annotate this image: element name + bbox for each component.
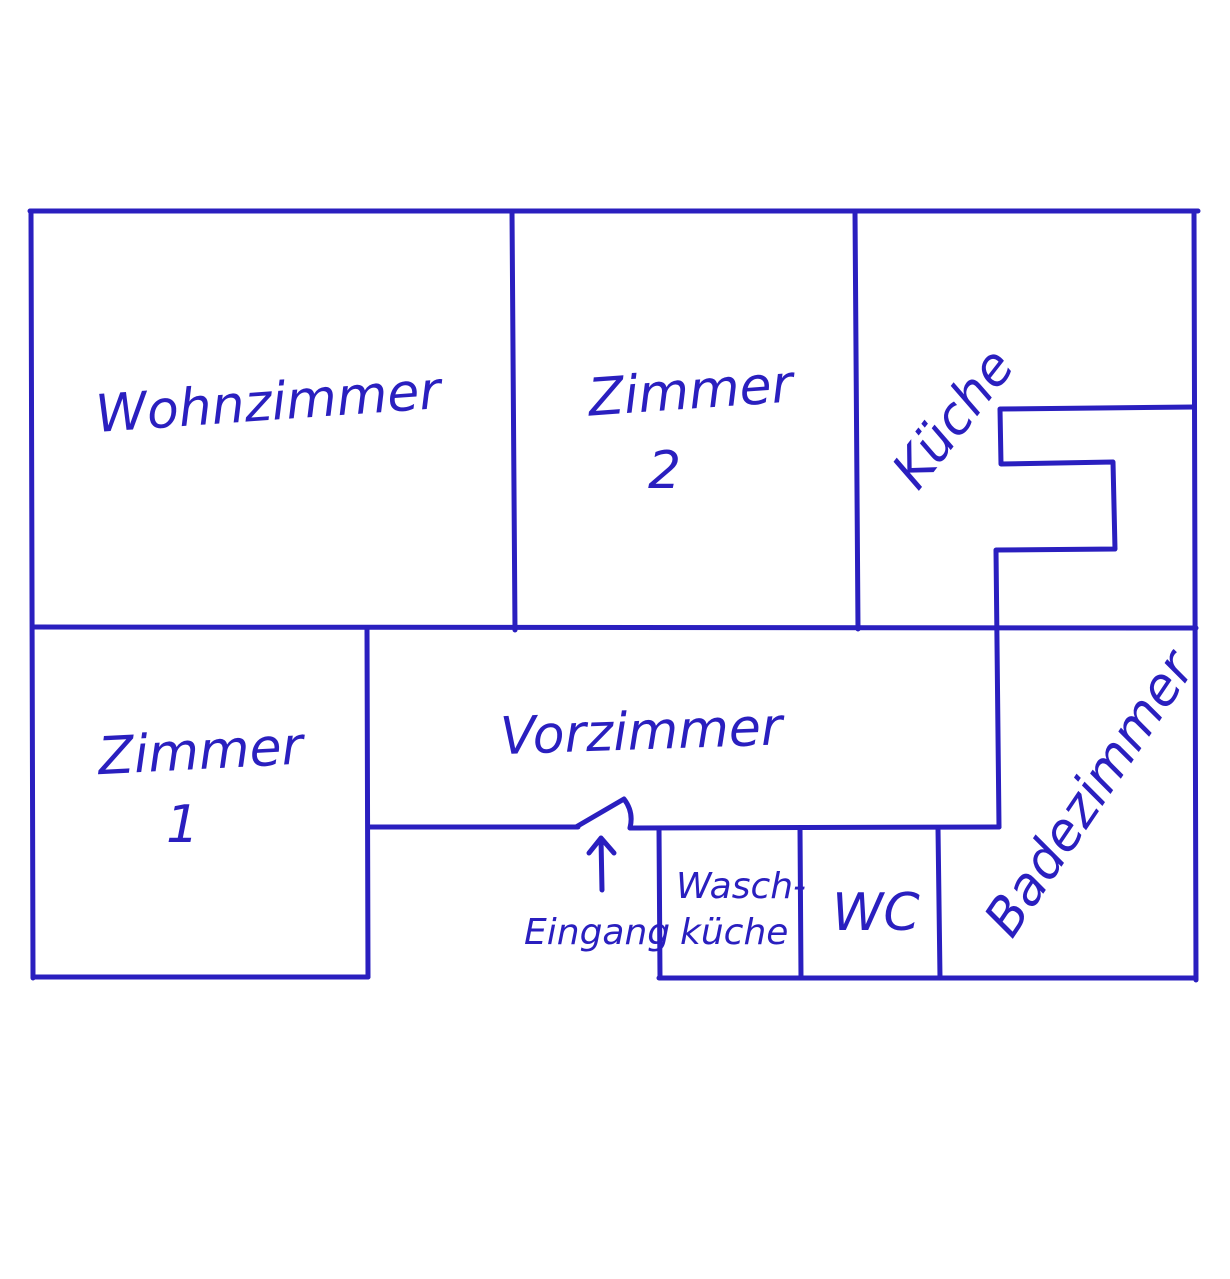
label-badezimmer: Badezimmer xyxy=(973,638,1209,947)
room-labels: Wohnzimmer Zimmer 2 Küche Zimmer 1 Vorzi… xyxy=(94,338,1209,953)
wall-wohnzimmer-zimmer2 xyxy=(509,208,518,633)
left-wall xyxy=(28,208,36,981)
right-wall xyxy=(1191,208,1199,983)
kitchen-counter-outline xyxy=(993,404,1197,830)
walls xyxy=(27,208,1201,983)
wall-zimmer2-kueche xyxy=(852,208,861,632)
label-wohnzimmer: Wohnzimmer xyxy=(94,361,447,445)
label-wc: WC xyxy=(832,883,920,943)
label-eingang: Eingang xyxy=(524,912,670,953)
middle-horizontal-wall xyxy=(30,624,1199,631)
label-waschkueche-line2: küche xyxy=(680,912,788,953)
label-zimmer1-line2: 1 xyxy=(166,795,199,855)
wall-zimmer1-right xyxy=(364,625,371,980)
wall-wc-badezimmer xyxy=(935,825,943,981)
vorzimmer-bottom-wall-right xyxy=(627,824,1002,831)
entrance-door-swing xyxy=(573,796,634,831)
label-zimmer1-line1: Zimmer xyxy=(95,716,308,787)
label-vorzimmer: Vorzimmer xyxy=(499,697,787,767)
label-waschkueche-line1: Wasch- xyxy=(676,866,806,907)
wall-waschkueche-left xyxy=(656,825,663,981)
label-zimmer2-line2: 2 xyxy=(648,441,681,501)
wall-waschkueche-wc xyxy=(797,825,804,981)
label-zimmer2-line1: Zimmer xyxy=(584,354,798,429)
arrow-up-icon xyxy=(586,835,617,893)
label-kueche: Küche xyxy=(881,338,1026,500)
